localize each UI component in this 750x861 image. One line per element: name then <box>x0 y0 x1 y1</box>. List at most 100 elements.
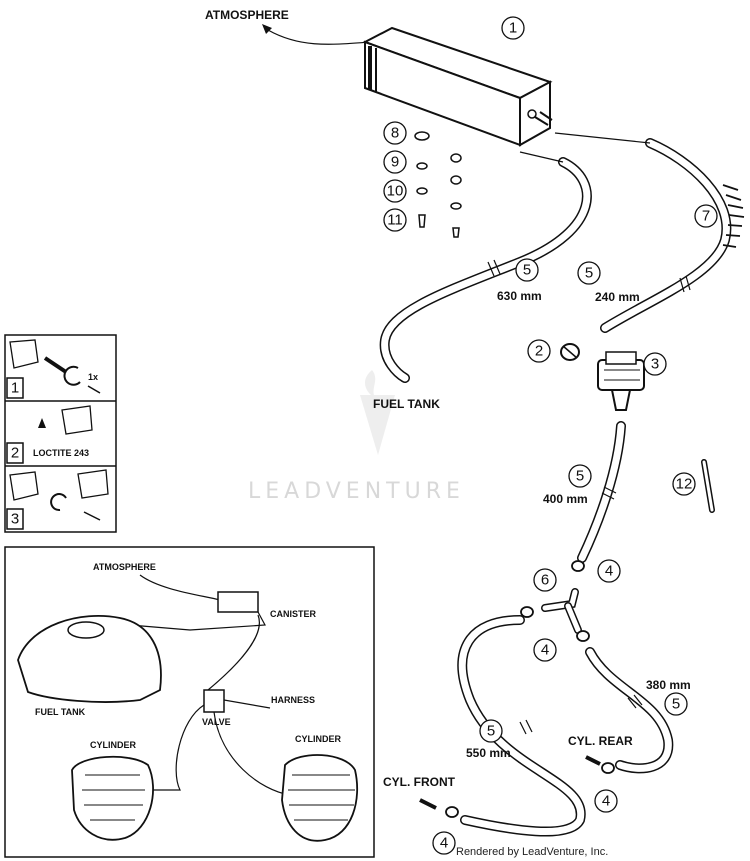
washer-icon <box>450 202 462 210</box>
callout-5b <box>515 258 539 282</box>
inset-fuel-tank-icon <box>17 615 162 703</box>
rotate-arrow-icon <box>50 493 67 512</box>
callout-4c-text: 4 <box>602 793 610 810</box>
arrow-icon <box>83 511 101 521</box>
purge-valve-part[interactable] <box>597 351 645 411</box>
inset-cylinder-right-icon <box>281 754 359 842</box>
watermark-logo-icon <box>360 370 395 455</box>
callout-4b <box>533 638 557 662</box>
callout-5d <box>664 692 688 716</box>
label-fuel-tank: FUEL TANK <box>373 397 440 411</box>
inset-label-cylinder-left: CYLINDER <box>90 740 137 750</box>
steps-box: 1 1x 2 LOCTITE 243 3 <box>4 334 117 533</box>
callout-5d-text: 5 <box>672 696 680 713</box>
grommet-icon <box>450 175 462 185</box>
hose-spring-part[interactable] <box>722 184 745 248</box>
grommet-icon <box>450 153 462 163</box>
hose-240[interactable] <box>554 132 732 333</box>
label-cyl-rear: CYL. REAR <box>568 734 633 748</box>
bolt-icon <box>452 227 460 238</box>
atmosphere-arrow <box>267 29 371 45</box>
bolt-icon <box>418 214 426 228</box>
callout-5b-text: 5 <box>523 262 531 279</box>
inset-label-atmosphere: ATMOSPHERE <box>93 562 156 572</box>
hose-380[interactable] <box>585 647 674 774</box>
hose-length-550: 550 mm <box>466 746 511 760</box>
hose-clamp-upper[interactable] <box>571 560 585 572</box>
front-nipple-part[interactable] <box>419 798 459 818</box>
canister-part[interactable] <box>362 26 553 147</box>
t-piece-part[interactable] <box>541 588 582 634</box>
callout-8-text: 8 <box>391 125 399 142</box>
inset-label-canister: CANISTER <box>270 609 317 619</box>
hose-length-400: 400 mm <box>543 492 588 506</box>
callout-4b-text: 4 <box>541 642 549 659</box>
washer-icon <box>416 187 428 195</box>
nut-icon <box>414 131 430 141</box>
inset-label-cylinder-right: CYLINDER <box>295 734 342 744</box>
callout-9 <box>383 150 407 174</box>
step-2-badge <box>6 442 24 464</box>
hose-length-240: 240 mm <box>595 290 640 304</box>
step-3-badge <box>6 508 24 530</box>
callout-6 <box>533 568 557 592</box>
bracket-icon <box>61 405 93 435</box>
inset-label-harness: HARNESS <box>271 695 315 705</box>
bracket-icon <box>9 471 39 501</box>
small-parts-column: 8 9 10 11 <box>383 121 462 238</box>
bolt-icon <box>43 356 68 374</box>
callout-7 <box>694 204 718 228</box>
step-1-note: 1x <box>88 372 98 382</box>
rotate-arrow-icon <box>63 365 81 386</box>
callout-11 <box>383 208 407 232</box>
callout-5a-text: 5 <box>585 265 593 282</box>
callout-5e <box>479 719 503 743</box>
arrow-icon <box>87 385 101 394</box>
callout-5a <box>577 261 601 285</box>
hose-clamps-mid[interactable] <box>520 606 590 642</box>
hose-length-630: 630 mm <box>497 289 542 303</box>
callout-6-text: 6 <box>541 572 549 589</box>
atmosphere-arrowhead-icon <box>262 24 272 34</box>
callout-1-text: 1 <box>509 20 517 37</box>
callout-1 <box>501 16 525 40</box>
drop-icon <box>38 418 46 428</box>
step-2-note: LOCTITE 243 <box>33 448 89 458</box>
callout-2-text: 2 <box>535 343 543 360</box>
step-3-number: 3 <box>11 511 19 528</box>
inset-schematic: ATMOSPHERE CANISTER FUEL TANK VALVE HARN… <box>4 546 375 858</box>
callout-7-text: 7 <box>702 208 710 225</box>
hose-length-380: 380 mm <box>646 678 691 692</box>
inset-canister-icon <box>217 591 259 613</box>
callout-4c <box>594 789 618 813</box>
callout-4a <box>597 559 621 583</box>
callout-4d-text: 4 <box>440 835 448 852</box>
inset-valve-icon <box>203 689 225 713</box>
clip-part[interactable] <box>701 459 715 513</box>
callout-11-text: 11 <box>387 212 403 229</box>
callout-2 <box>527 339 551 363</box>
bracket-icon <box>77 469 109 499</box>
callout-3 <box>643 352 667 376</box>
hose-550[interactable] <box>457 615 586 837</box>
rear-nipple-part[interactable] <box>585 755 615 774</box>
washer-icon <box>416 162 428 170</box>
callout-4a-text: 4 <box>605 563 613 580</box>
hose-630[interactable] <box>379 151 592 383</box>
callout-10 <box>383 179 407 203</box>
step-1-badge <box>6 377 24 399</box>
callout-5c-text: 5 <box>576 468 584 485</box>
hose-400[interactable] <box>577 421 626 563</box>
callout-12-text: 12 <box>676 476 693 493</box>
bracket-icon <box>9 339 39 369</box>
hose-clamp-part[interactable] <box>560 343 580 361</box>
callout-9-text: 9 <box>391 154 399 171</box>
step-2-number: 2 <box>11 445 19 462</box>
label-cyl-front: CYL. FRONT <box>383 775 456 789</box>
callout-5e-text: 5 <box>487 723 495 740</box>
callout-4d <box>432 831 456 855</box>
callout-5c <box>568 464 592 488</box>
label-atmosphere: ATMOSPHERE <box>205 8 289 22</box>
callout-3-text: 3 <box>651 356 659 373</box>
